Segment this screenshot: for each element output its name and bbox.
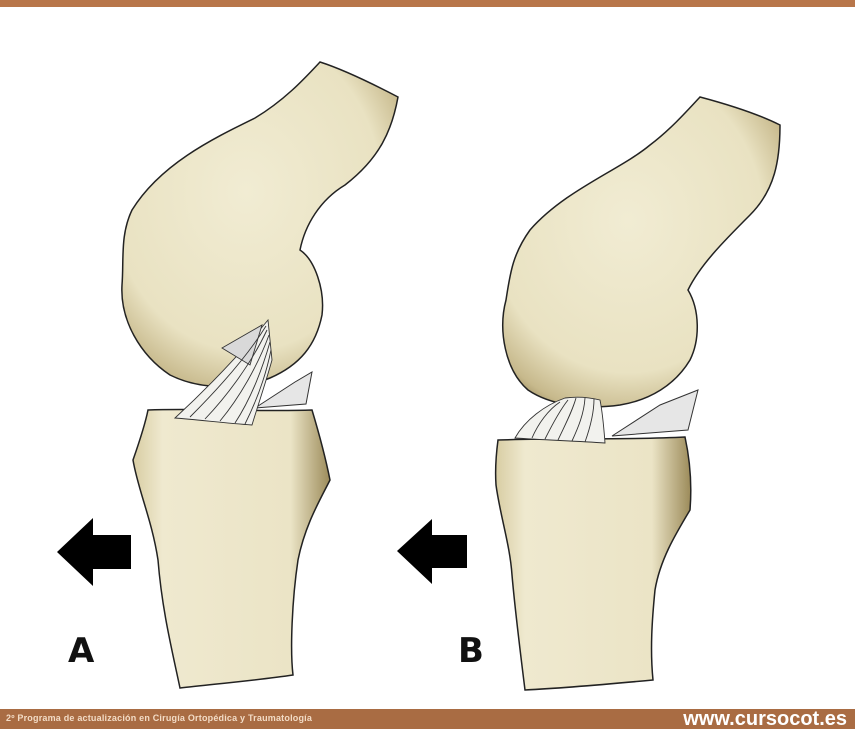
panel-b: B xyxy=(397,97,780,690)
panel-label-b: B xyxy=(458,631,484,671)
panel-a: A xyxy=(57,62,398,688)
footer-bar: 2º Programa de actualización en Cirugía … xyxy=(0,709,855,729)
knee-illustration: A B xyxy=(0,7,855,709)
tibia-b xyxy=(496,437,691,690)
femur-b xyxy=(503,97,780,407)
panel-label-a: A xyxy=(68,631,95,671)
top-accent-bar xyxy=(0,0,855,7)
arrow-left-icon xyxy=(397,519,467,584)
footer-website-link[interactable]: www.cursocot.es xyxy=(683,708,847,731)
footer-program-title: 2º Programa de actualización en Cirugía … xyxy=(6,713,312,723)
arrow-left-icon xyxy=(57,518,131,586)
ligament-b xyxy=(515,397,605,443)
tibia-a xyxy=(133,409,330,688)
